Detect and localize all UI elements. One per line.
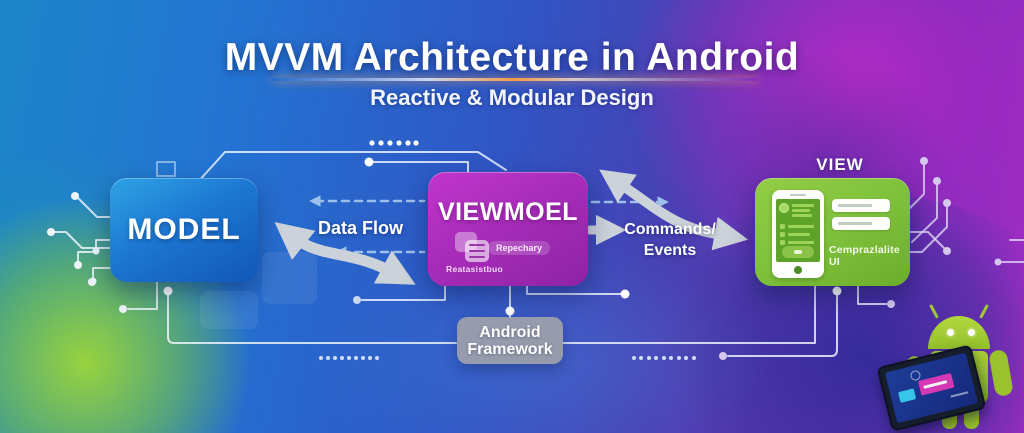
screen-text-line	[792, 204, 814, 207]
view-label: VIEW	[816, 155, 864, 174]
circuit-dots	[47, 157, 1002, 360]
circuit-lines	[54, 151, 887, 357]
repository-list-icon	[465, 240, 489, 262]
robot-arm-right	[988, 348, 1014, 398]
viewmodel-box: VIEWMOEL Repechary Reatasistbuo	[428, 172, 588, 286]
tablet-diagram-scribble	[950, 391, 969, 398]
page-subtitle: Reactive & Modular Design	[370, 85, 654, 110]
antenna-left-icon	[929, 304, 939, 319]
tablet-screen	[884, 352, 979, 424]
model-label: MODEL	[127, 213, 241, 246]
viewmodel-label: VIEWMOEL	[437, 198, 579, 226]
antenna-right-icon	[979, 304, 989, 319]
phone-screen	[776, 199, 820, 262]
robot-head	[928, 316, 990, 349]
screen-button	[782, 246, 814, 258]
list-line	[788, 233, 810, 236]
phone-home-button	[794, 266, 802, 274]
repository-badge: Repechary	[488, 241, 551, 255]
dotted-row-bottom-right	[632, 356, 696, 360]
circuit-lines-right	[909, 164, 1024, 263]
data-flow-label: Data Flow	[318, 218, 404, 238]
avatar-icon	[779, 203, 789, 213]
list-bullet	[780, 240, 785, 245]
list-bullet	[780, 224, 785, 229]
flow-arrows	[274, 169, 749, 285]
commands-events-label: Commands/ Events	[620, 219, 720, 261]
commands-curve-arrow	[599, 169, 749, 251]
android-framework-box: Android Framework	[457, 317, 563, 364]
list-bullet	[780, 232, 785, 237]
phone-mockup	[772, 190, 824, 278]
page-title: MVVM Architecture in Android	[224, 36, 800, 79]
list-line	[788, 241, 814, 244]
android-mascot	[876, 298, 1020, 433]
viewmodel-caption: Reatasistbuo	[446, 264, 503, 274]
data-flow-arrow	[274, 221, 416, 285]
ui-input-placeholder	[832, 199, 890, 212]
robot-eye-left	[947, 329, 954, 336]
commands-line1: Commands/	[624, 221, 716, 238]
view-box: Cemprazlalite UI	[755, 178, 910, 286]
view-caption: Cemprazlalite UI	[829, 244, 900, 268]
screen-text-line	[792, 209, 810, 212]
phone-speaker	[790, 194, 806, 196]
dotted-row-top	[369, 140, 419, 146]
model-box: MODEL	[110, 178, 258, 282]
list-line	[788, 225, 814, 228]
title-glow-underline	[272, 78, 758, 81]
robot-eye-right	[968, 329, 975, 336]
framework-label-line1: Android	[479, 323, 541, 341]
tablet-diagram-cyan-box	[898, 388, 917, 403]
ui-input-placeholder	[832, 217, 890, 230]
framework-label-line2: Framework	[467, 340, 553, 358]
dotted-row-bottom-left	[319, 356, 379, 360]
screen-text-line	[792, 214, 812, 217]
commands-line2: Events	[643, 242, 697, 259]
